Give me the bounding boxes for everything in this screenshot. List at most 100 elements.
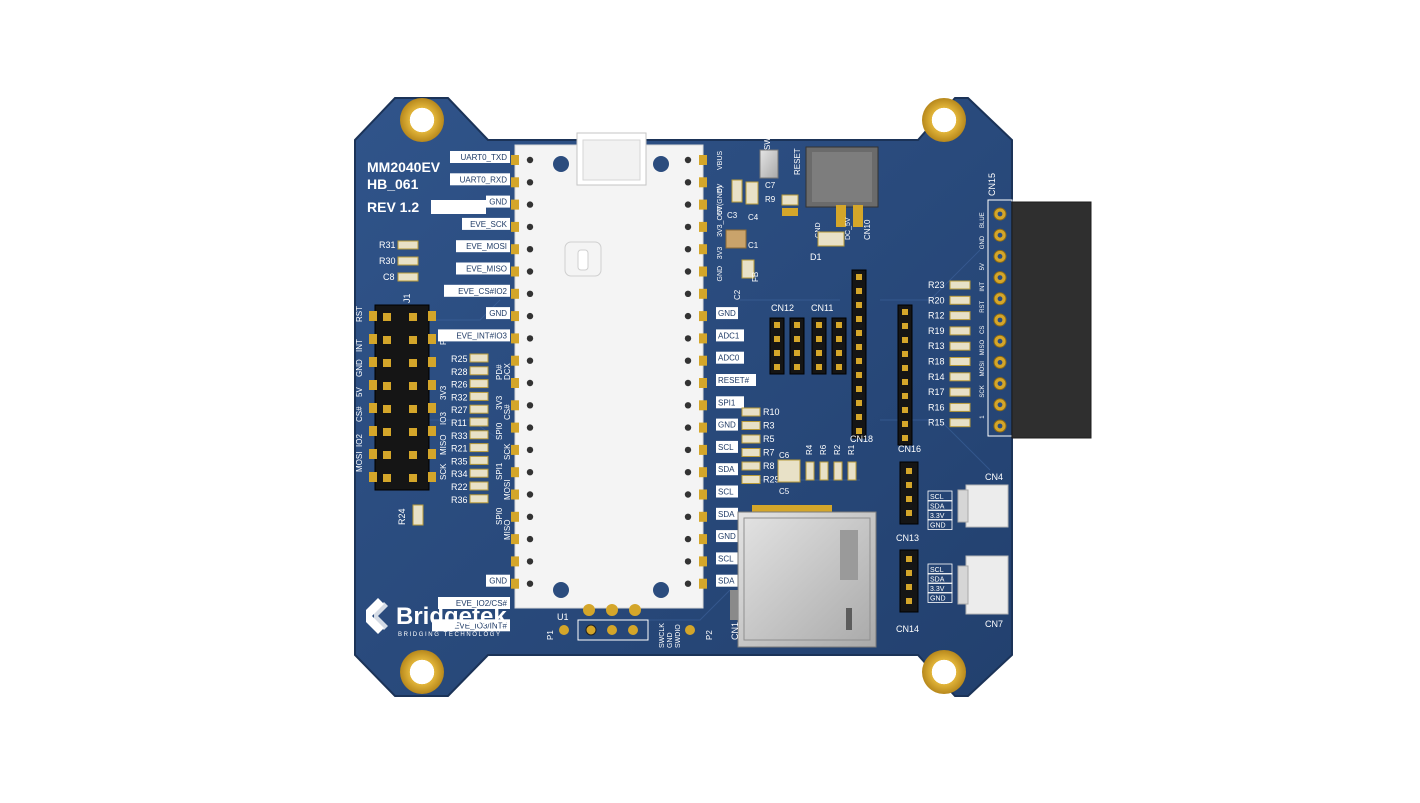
j1-pin	[383, 474, 391, 482]
resistor-label: R5	[763, 434, 775, 444]
header-body	[899, 549, 919, 613]
header-pin	[902, 407, 908, 413]
pico-hole	[684, 179, 692, 186]
pico-pad	[699, 489, 707, 500]
signal-label: ADC0	[718, 354, 740, 363]
j1-pin-labels: RST INT GND 5V CS# IO2 MOSI PD# 3V3 IO3 …	[355, 306, 448, 480]
pico-pad	[699, 177, 707, 188]
signal-label-box	[716, 530, 738, 543]
resistor-label: R11	[451, 418, 467, 428]
signal-label-box	[716, 418, 738, 431]
i2c-label: 3.3V	[930, 586, 945, 593]
signal-label: SDA	[718, 465, 735, 474]
pico-pad	[699, 266, 707, 277]
left-small-components: R31 R30 C8	[379, 240, 419, 282]
header-pin	[906, 510, 912, 516]
svg-text:MOSI: MOSI	[355, 452, 364, 472]
resistor-label: R15	[928, 418, 945, 428]
svg-text:R30: R30	[379, 256, 396, 266]
pico-pad	[511, 311, 519, 322]
header-pin	[836, 322, 842, 328]
resistor	[949, 341, 971, 351]
svg-text:CS#: CS#	[503, 404, 512, 420]
i2c-label-box	[927, 582, 953, 594]
bridgetek-logo: Bridgetek BRIDGING TECHNOLOGY	[366, 598, 507, 638]
j1-pin	[409, 428, 417, 436]
j1-pad	[428, 380, 436, 390]
header-pin	[836, 336, 842, 342]
j1-pin	[409, 474, 417, 482]
pico-pad	[511, 467, 519, 478]
signal-label: EVE_INT#IO3	[456, 331, 507, 340]
header-pin	[856, 316, 862, 322]
header-pin	[774, 350, 780, 356]
pico-hole	[684, 357, 692, 364]
j1-pad	[369, 311, 377, 321]
resistor	[469, 481, 489, 491]
cn15-pin-hole	[997, 402, 1003, 408]
serial-label-box	[431, 200, 486, 214]
logo-tagline: BRIDGING TECHNOLOGY	[398, 632, 502, 638]
svg-text:IO3: IO3	[439, 412, 448, 425]
board-title-line2: HB_061	[367, 176, 419, 192]
svg-text:SCK: SCK	[503, 443, 512, 460]
i2c-label: 3.3V	[930, 513, 945, 520]
pico-pad	[511, 534, 519, 545]
header-pin	[774, 364, 780, 370]
resistor-label: R20	[928, 295, 945, 305]
j1-pin	[409, 336, 417, 344]
signal-label: GND	[489, 198, 507, 207]
board-revision: REV 1.2	[367, 199, 419, 215]
header-label: CN11	[811, 303, 833, 313]
resistor	[469, 455, 489, 465]
signal-label-box	[716, 440, 738, 453]
header-pin	[794, 322, 800, 328]
signal-label-box	[716, 552, 738, 565]
pico-pad	[511, 422, 519, 433]
pico-pad	[699, 422, 707, 433]
resistor-label: R27	[451, 405, 468, 415]
signal-label-box	[444, 284, 510, 297]
pico-pad	[699, 511, 707, 522]
header-pin	[906, 598, 912, 604]
header-pin	[906, 584, 912, 590]
j1-pad	[369, 357, 377, 367]
svg-text:MOSI: MOSI	[503, 480, 512, 500]
j1-pin	[383, 336, 391, 344]
mounting-hole-br	[922, 650, 966, 694]
pico-hole	[684, 290, 692, 297]
resistor	[469, 404, 489, 414]
pico-pad	[511, 333, 519, 344]
signal-label-box	[456, 240, 510, 253]
svg-text:CN1: CN1	[730, 622, 740, 640]
pico-pad	[511, 177, 519, 188]
board-title-line1: MM2040EV	[367, 159, 441, 175]
cn15-pin-hole	[997, 360, 1003, 365]
header-pin	[856, 288, 862, 294]
resistor	[469, 366, 489, 376]
cn15-pin-hole	[997, 381, 1003, 386]
signal-label: RESET#	[718, 376, 750, 385]
signal-label-box	[486, 307, 510, 320]
svg-text:SPI1: SPI1	[495, 462, 504, 480]
resistor-label: R19	[928, 326, 945, 336]
resistor	[469, 353, 489, 363]
resistor-label: R16	[928, 402, 945, 412]
header-pin	[816, 322, 822, 328]
ribbon-cable	[1011, 201, 1092, 439]
signal-label: UART0_TXD	[460, 153, 507, 162]
header-body	[811, 317, 827, 375]
svg-text:C6: C6	[779, 451, 790, 460]
resistor	[805, 461, 815, 481]
svg-text:C2: C2	[733, 289, 742, 300]
svg-text:U1: U1	[557, 612, 569, 622]
signal-label: SDA	[718, 577, 735, 586]
header-pin	[856, 358, 862, 364]
header-pin	[902, 393, 908, 399]
header-pin	[816, 364, 822, 370]
header-body	[769, 317, 785, 375]
resistor-label: R4	[805, 444, 814, 455]
resistor	[741, 461, 761, 471]
